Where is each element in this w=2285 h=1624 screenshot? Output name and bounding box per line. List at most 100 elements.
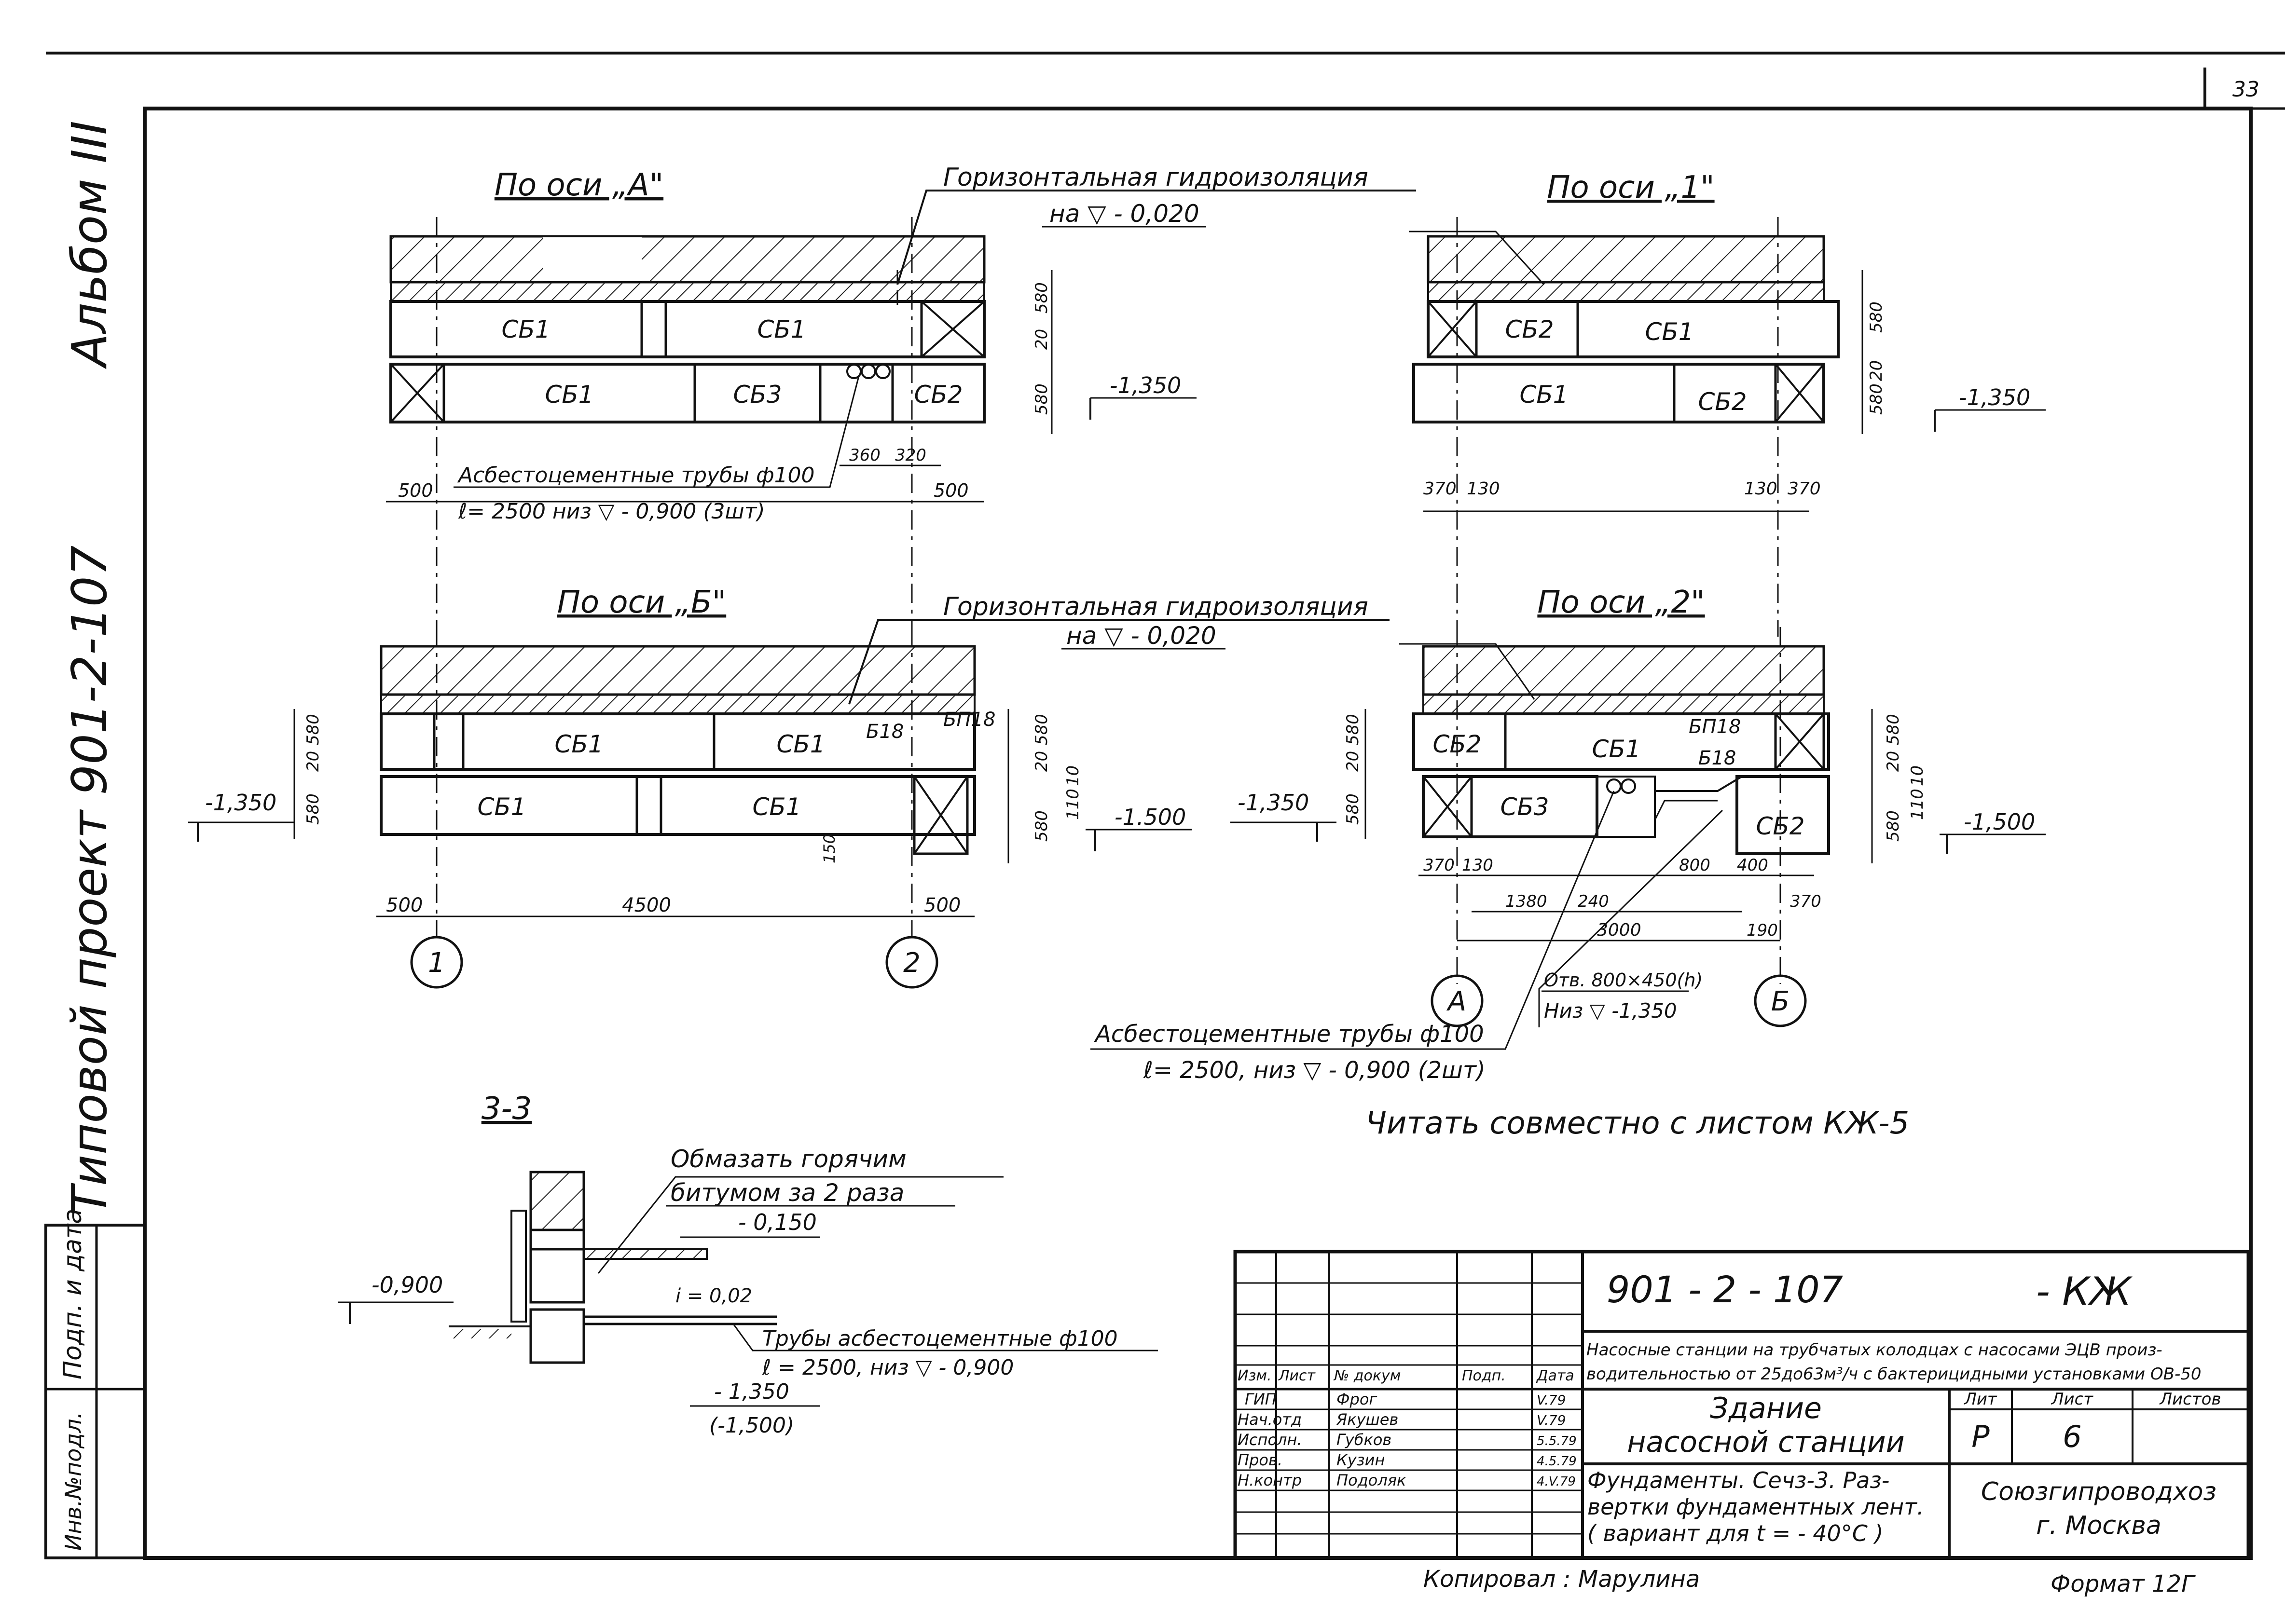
title-block: 901 - 2 - 107 - КЖ Насосные станции на т… — [1233, 1250, 2250, 1560]
pipes-2-1: Асбестоцементные трубы ф100 — [1094, 1021, 1484, 1048]
view-axis-a: По оси „А" СБ1 СБ1 СБ1 СБ3 СБ2 Горизонта… — [386, 163, 1416, 627]
label-2-bp18: БП18 — [1689, 716, 1741, 738]
tb-col-izm: Изм. — [1238, 1367, 1272, 1384]
dim-2-3000: 3000 — [1597, 920, 1641, 940]
level-1: -1,350 — [1959, 384, 2030, 410]
tb-sheet-3: ( вариант для t = - 40°С ) — [1587, 1520, 1883, 1546]
axis-bubble-2 — [885, 936, 938, 989]
dim-a-360: 360 — [849, 446, 881, 465]
s33-level-top: - 0,150 — [738, 1209, 817, 1235]
dim-2-400: 400 — [1737, 856, 1768, 875]
dim-b-580rb: 580 — [1032, 810, 1051, 842]
tb-mark: - КЖ — [2036, 1269, 2133, 1314]
level-b-left: -1,350 — [205, 790, 276, 816]
pipes-a-1: Асбестоцементные трубы ф100 — [457, 463, 815, 488]
dim-2-580rb: 580 — [1884, 810, 1903, 842]
tb-building-1: Здание — [1710, 1392, 1822, 1425]
view-axis-b: По оси „Б" СБ1 СБ1 СБ1 СБ1 Б18 БП18 Гори… — [188, 585, 1390, 989]
block-a-3: СБ1 — [545, 381, 593, 409]
dim-2-370l: 370 — [1423, 856, 1455, 875]
dim-1-580b: 580 — [1867, 383, 1886, 415]
tb-sheet-2: вертки фундаментных лент. — [1587, 1494, 1924, 1520]
tb-role-2: Исполн. — [1238, 1431, 1302, 1449]
label-2-b18: Б18 — [1698, 747, 1736, 769]
tb-col-podp: Подп. — [1462, 1367, 1506, 1384]
dim-b-500l: 500 — [386, 894, 423, 916]
dim-b-580b: 580 — [303, 793, 323, 825]
page-number: 33 — [2232, 77, 2259, 102]
tb-date-1: V.79 — [1537, 1412, 1566, 1428]
dim-2-580: 580 — [1343, 714, 1363, 745]
tb-date-4: 4.V.79 — [1537, 1474, 1576, 1489]
level-a: -1,350 — [1110, 372, 1181, 398]
dim-2-580b: 580 — [1343, 793, 1363, 825]
dim-a-20: 20 — [1032, 329, 1051, 350]
block-a-1: СБ1 — [501, 315, 550, 343]
tb-date-2: 5.5.79 — [1537, 1434, 1577, 1448]
label-b-b18: Б18 — [866, 721, 904, 743]
block-1-1: СБ2 — [1505, 315, 1554, 343]
tb-col-date: Дата — [1536, 1367, 1574, 1384]
tb-date-0: V.79 — [1537, 1392, 1566, 1408]
dim-b-110: 110 — [1063, 789, 1083, 820]
axis-label-1: 1 — [428, 947, 445, 979]
side-inv: Инв.№подл. — [60, 1412, 86, 1551]
dim-a-500l: 500 — [398, 480, 433, 501]
s33-level-bottom-2: (-1,500) — [709, 1413, 794, 1438]
s33-note-1: Обмазать горячим — [671, 1145, 907, 1173]
copied-by: Копировал : Марулина — [1423, 1566, 1700, 1593]
dim-2-240: 240 — [1578, 892, 1609, 911]
pipes-a-2: ℓ= 2500 низ ▽ - 0,900 (3шт) — [458, 499, 765, 524]
s33-note-2: битумом за 2 раза — [671, 1179, 904, 1207]
s33-pipes-1: Трубы асбестоцементные ф100 — [762, 1326, 1118, 1351]
tb-stage-list: Лист — [2051, 1390, 2093, 1409]
block-b-1: СБ1 — [554, 730, 603, 758]
hydro-level-b: на ▽ - 0,020 — [1066, 622, 1216, 650]
pipes-2-2: ℓ= 2500, низ ▽ - 0,900 (2шт) — [1143, 1057, 1486, 1084]
s33-slope: i = 0,02 — [675, 1285, 752, 1307]
block-1-3: СБ1 — [1519, 381, 1568, 409]
dim-2-130: 130 — [1462, 856, 1493, 875]
dim-b-580r: 580 — [1032, 714, 1051, 745]
tb-name-4: Подоляк — [1336, 1471, 1406, 1489]
tb-org-2: г. Москва — [2036, 1511, 2161, 1540]
view-axis-1: По оси „1" СБ2 СБ1 СБ1 СБ2 580 20 580 -1… — [1409, 170, 2046, 637]
sheet-frame — [44, 52, 2285, 1560]
hydro-b: Горизонтальная гидроизоляция — [943, 592, 1368, 621]
tb-desc-2: водительностью от 25до63м³/ч с бактерици… — [1586, 1365, 2202, 1384]
tb-name-1: Якушев — [1336, 1410, 1398, 1429]
dim-1-370l: 370 — [1423, 479, 1457, 499]
dim-1-20: 20 — [1867, 360, 1886, 381]
s33-pipes-2: ℓ = 2500, низ ▽ - 0,900 — [762, 1355, 1014, 1380]
title-section-33: 3-3 — [482, 1091, 532, 1127]
axis-bubble-1 — [410, 936, 463, 989]
dim-2-580r: 580 — [1884, 714, 1903, 745]
block-2-1: СБ2 — [1432, 730, 1481, 758]
title-axis-2: По оси „2" — [1537, 585, 1705, 620]
dim-2-190: 190 — [1747, 921, 1778, 940]
dim-b-20: 20 — [303, 751, 323, 772]
block-2-3: СБ3 — [1500, 793, 1549, 821]
dim-2-370r: 370 — [1790, 892, 1821, 911]
tb-role-3: Пров. — [1238, 1451, 1282, 1469]
dim-2-20: 20 — [1343, 751, 1363, 772]
block-2-4: СБ2 — [1756, 812, 1804, 840]
dim-1-130r: 130 — [1744, 479, 1777, 499]
view-axis-2: По оси „2" СБ2 СБ1 СБ3 СБ2 БП18 Б18 580 … — [1090, 585, 2046, 1084]
tb-role-0: ГИП — [1245, 1390, 1277, 1408]
dim-2-10: 10 — [1908, 765, 1927, 786]
tb-col-list: Лист — [1278, 1367, 1316, 1384]
dim-2-20r: 20 — [1884, 751, 1903, 772]
side-album: Альбом III — [61, 121, 118, 369]
axis-label-2: 2 — [903, 947, 921, 979]
title-axis-1: По оси „1" — [1547, 170, 1714, 205]
dim-b-580: 580 — [303, 714, 323, 745]
tb-stage-lit: Лит — [1963, 1390, 1997, 1409]
dim-b-500r: 500 — [924, 894, 961, 916]
block-a-4: СБ3 — [733, 381, 782, 409]
tb-org-1: Союзгипроводхоз — [1981, 1477, 2216, 1506]
block-b-3: СБ1 — [477, 793, 526, 821]
level-b-right: -1.500 — [1115, 804, 1186, 830]
tb-name-0: Фрог — [1336, 1390, 1377, 1408]
tb-desc-1: Насосные станции на трубчатых колодцах с… — [1586, 1340, 2162, 1360]
